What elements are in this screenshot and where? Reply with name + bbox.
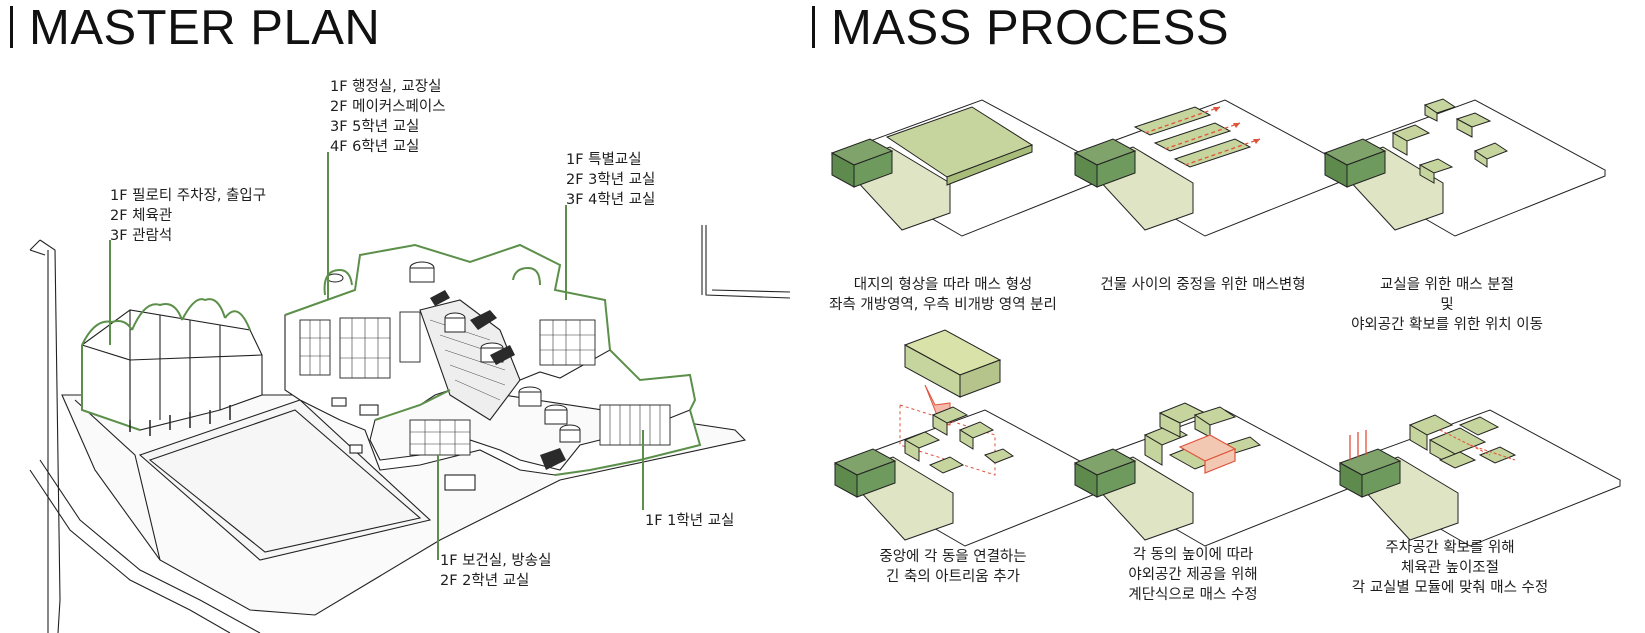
gym-building [81,298,263,436]
open-field [138,399,432,561]
label-line: 1F 특별교실 [566,152,642,168]
caption-line: 계단식으로 매스 수정 [1128,587,1258,603]
first-grade-label: 1F 1학년 교실 [645,511,734,531]
caption-line: 교실을 위한 매스 분절 [1380,277,1514,293]
caption-line: 각 동의 높이에 따라 [1132,547,1254,563]
caption-line: 중앙에 각 동을 연결하는 [879,549,1027,565]
gym-block-label: 1F 필로티 주차장, 출입구 2F 체육관 3F 관람석 [110,186,266,246]
mass-step-3 [1323,98,1606,237]
caption-line: 건물 사이의 중정을 위한 매스변형 [1100,277,1306,293]
label-line: 2F 2학년 교실 [440,573,530,589]
caption-line: 야외공간 확보를 위한 위치 이동 [1351,317,1543,333]
label-line: 2F 3학년 교실 [566,172,656,188]
label-line: 1F 보건실, 방송실 [440,553,552,569]
mass-step-4 [833,329,1116,547]
label-line: 3F 관람석 [110,228,173,244]
heading-bar [10,6,13,48]
master-plan-heading: MASTER PLAN [10,0,380,56]
mass-caption-6: 주차공간 확보를 위해 체육관 높이조절 각 교실별 모듈에 맞춰 매스 수정 [1335,538,1565,598]
label-line: 2F 체육관 [110,208,173,224]
mass-caption-5: 각 동의 높이에 따라 야외공간 제공을 위해 계단식으로 매스 수정 [1073,545,1313,605]
mass-step-1 [830,99,1113,237]
label-line: 1F 행정실, 교장실 [330,79,442,95]
admin-block-label: 1F 행정실, 교장실 2F 메이커스페이스 3F 5학년 교실 4F 6학년 … [330,77,446,157]
mass-process-title: MASS PROCESS [831,1,1230,55]
mass-step-6 [1338,409,1621,547]
label-line: 1F 필로티 주차장, 출입구 [110,188,267,204]
caption-line: 긴 축의 아트리움 추가 [886,569,1020,585]
special-block-label: 1F 특별교실 2F 3학년 교실 3F 4학년 교실 [566,150,655,210]
mass-process-heading: MASS PROCESS [812,0,1229,56]
heading-bar [812,6,815,48]
label-line: 2F 메이커스페이스 [330,99,446,115]
mass-caption-4: 중앙에 각 동을 연결하는 긴 축의 아트리움 추가 [833,547,1073,587]
caption-line: 및 [1440,297,1454,313]
mass-caption-1: 대지의 형상을 따라 매스 형성 좌측 개방영역, 우측 비개방 영역 분리 [823,275,1063,315]
road-line [39,239,61,633]
label-line: 3F 5학년 교실 [330,119,420,135]
caption-line: 체육관 높이조절 [1401,560,1499,576]
mass-caption-2: 건물 사이의 중정을 위한 매스변형 [1083,275,1323,295]
mass-caption-3: 교실을 위한 매스 분절 및 야외공간 확보를 위한 위치 이동 [1338,275,1556,335]
building-outline [284,243,702,476]
caption-line: 각 교실별 모듈에 맞춰 매스 수정 [1351,580,1549,596]
master-plan-drawing [29,152,791,633]
main-building [284,244,701,491]
mass-step-5 [1073,402,1356,547]
leader-lines [109,152,644,560]
caption-line: 주차공간 확보를 위해 [1385,540,1515,556]
label-line: 4F 6학년 교실 [330,139,420,155]
health-block-label: 1F 보건실, 방송실 2F 2학년 교실 [440,551,551,591]
mass-step-2 [1073,99,1356,237]
label-line: 3F 4학년 교실 [566,192,656,208]
caption-line: 대지의 형상을 따라 매스 형성 [853,277,1033,293]
master-plan-title: MASTER PLAN [29,1,381,55]
caption-line: 야외공간 제공을 위해 [1128,567,1258,583]
caption-line: 좌측 개방영역, 우측 비개방 영역 분리 [829,297,1057,313]
label-line: 1F 1학년 교실 [645,513,735,529]
